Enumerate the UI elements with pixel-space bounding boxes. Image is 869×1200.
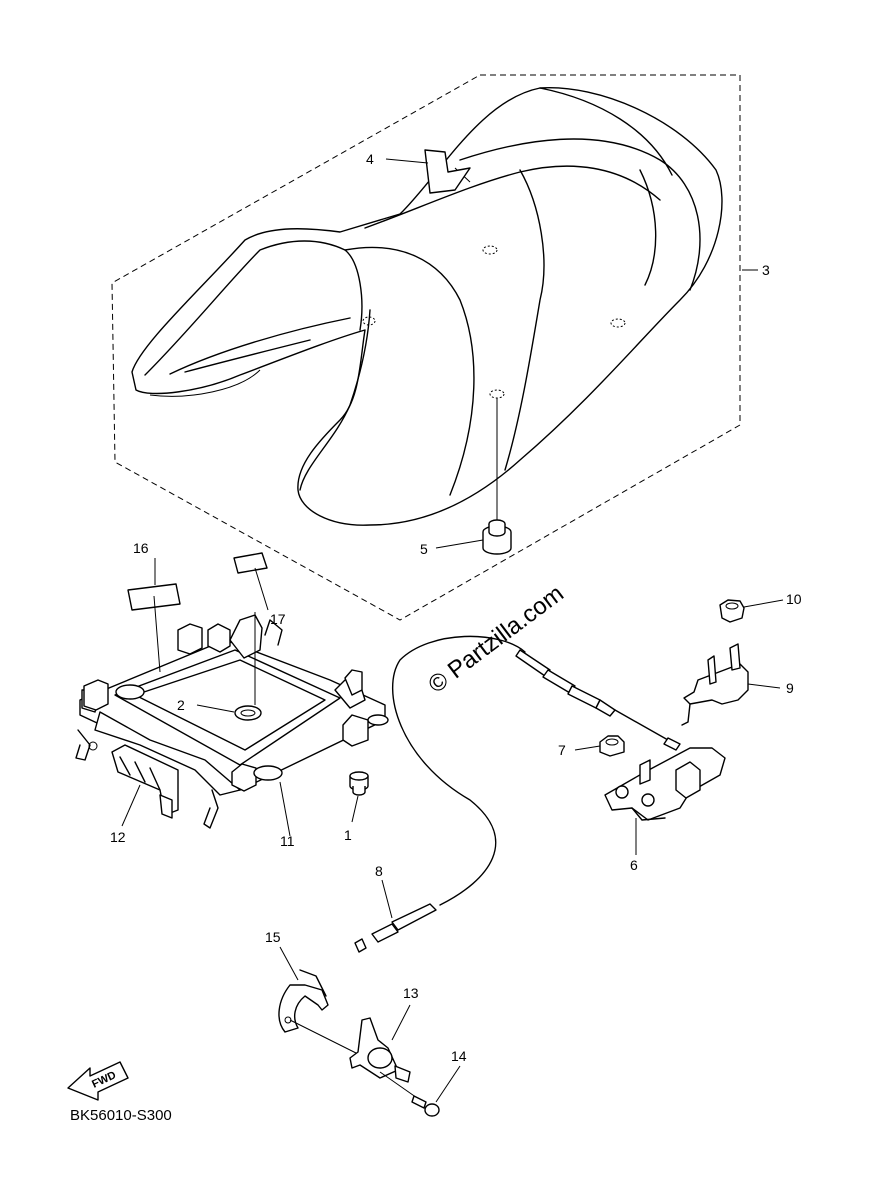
seat-assembly-boundary [111,74,741,621]
seat-part [131,87,723,526]
callout-2: 2 [177,697,185,713]
label-part-17 [233,552,268,574]
lock-part-13 [289,1017,411,1083]
callout-17: 17 [270,611,286,627]
callout-16: 16 [133,540,149,556]
damper-part-1 [349,771,369,796]
callout-4: 4 [366,151,374,167]
diagram-code: BK56010-S300 [70,1107,172,1124]
lever-bracket-part [604,747,726,821]
seat-base-frame-part [75,614,389,829]
callout-14: 14 [451,1048,467,1064]
callout-10: 10 [786,591,802,607]
callout-1: 1 [344,827,352,843]
cable-part [354,635,681,953]
callout-5: 5 [420,541,428,557]
strap-part [424,149,471,194]
callout-3: 3 [762,262,770,278]
callout-6: 6 [630,857,638,873]
callout-11: 11 [280,833,295,849]
callout-9: 9 [786,680,794,696]
grommet-part [234,612,262,721]
callout-8: 8 [375,863,383,879]
screw-part-14 [379,1071,440,1117]
hook-part-15 [278,969,329,1033]
nut-part-7 [599,735,625,757]
damper-part [482,398,512,555]
clip-part [111,744,179,819]
bracket-part-9 [681,643,749,726]
callout-15: 15 [265,929,281,945]
callout-12: 12 [110,829,126,845]
callout-7: 7 [558,742,566,758]
callout-13: 13 [403,985,419,1001]
leader-lines [121,158,784,1103]
nut-part-10 [719,599,745,623]
fwd-arrow-icon: FWD [67,1061,129,1101]
